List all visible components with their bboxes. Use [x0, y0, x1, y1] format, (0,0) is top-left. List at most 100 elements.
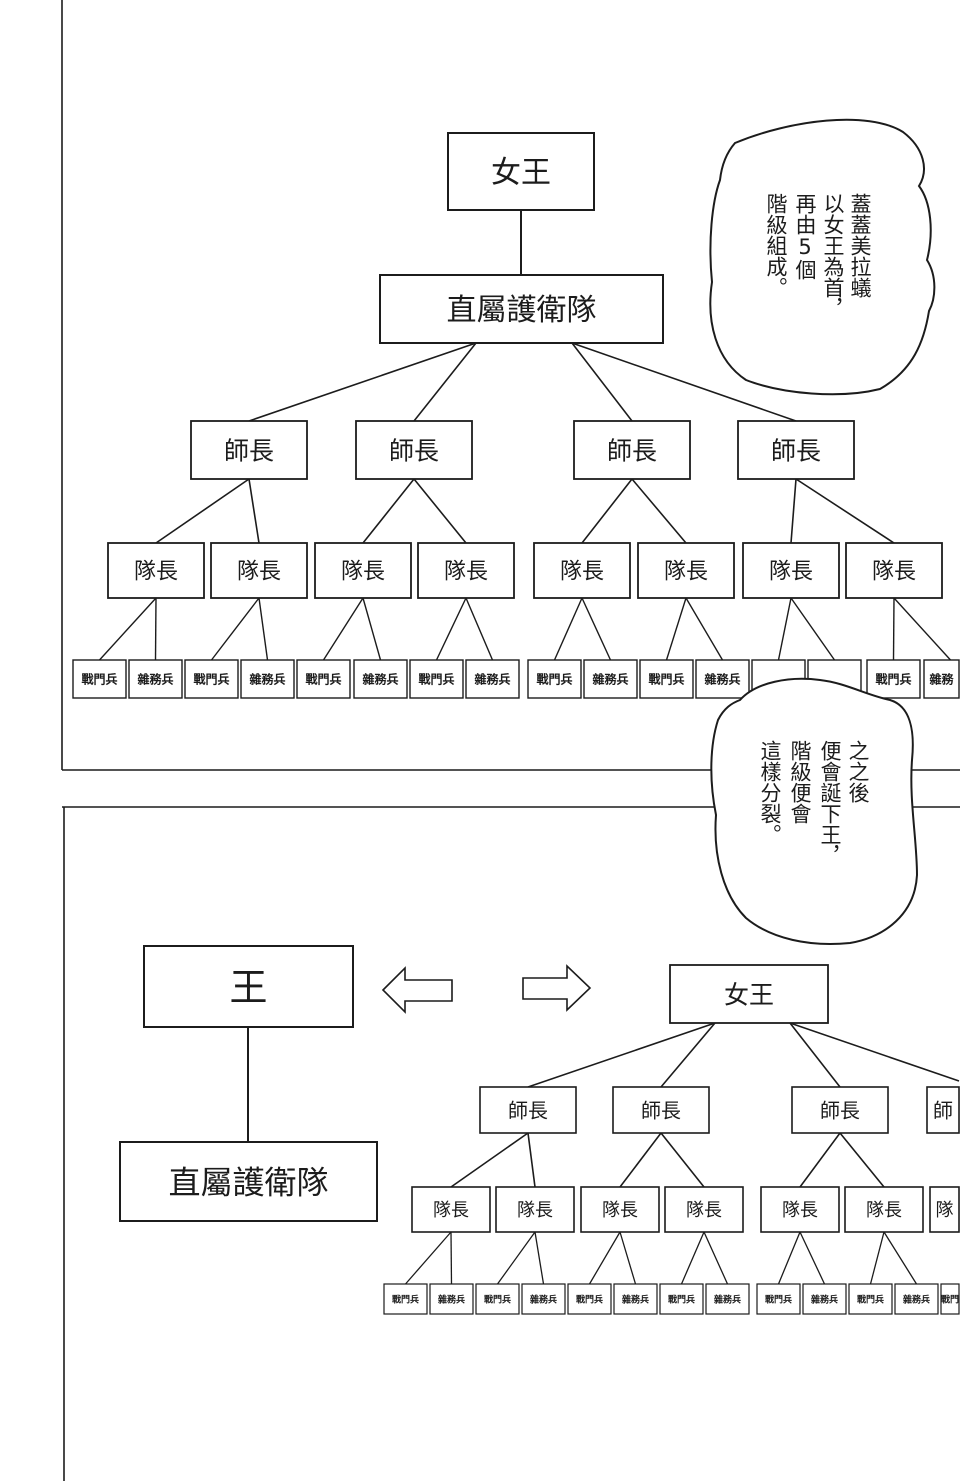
division-leader-box-label: 師長: [641, 1098, 681, 1122]
soldier-box-label: 雜務兵: [622, 1293, 649, 1305]
soldier-box-frame: [353, 659, 408, 699]
squad-to-soldier-line: [588, 1231, 621, 1285]
squad-leader-box-label: 隊長: [444, 560, 488, 585]
soldier-box: 戰門兵: [659, 1283, 704, 1315]
squad-to-soldier-line: [98, 597, 157, 661]
squad-leader-box: 隊長: [760, 1186, 840, 1233]
bubble-top-line-3: 再由5個: [793, 193, 817, 280]
division-leader-box-label: 師長: [224, 436, 274, 465]
soldier-box: 雜務兵: [128, 659, 183, 699]
division-leader-box-label: 師長: [607, 436, 657, 465]
squad-to-soldier-line: [210, 597, 260, 661]
soldier-box: 雜務兵: [894, 1283, 939, 1315]
squad-leader-box: 隊長: [580, 1186, 660, 1233]
king-box: 王: [143, 945, 354, 1028]
squad-leader-box-frame: [845, 542, 943, 599]
soldier-box: 戰門兵: [639, 659, 694, 699]
soldier-box-frame: [429, 1283, 474, 1315]
soldier-box-label: 戰門: [941, 1293, 959, 1305]
soldier-box: 雜務兵: [802, 1283, 847, 1315]
soldier-box-frame: [756, 1283, 801, 1315]
soldier-box-frame: [583, 659, 638, 699]
squad-leader-box-label: 隊長: [433, 1200, 469, 1221]
soldier-box-frame: [705, 1283, 750, 1315]
soldier-box-label: 戰門兵: [81, 671, 117, 686]
division-leader-box-label: 師長: [508, 1098, 548, 1122]
soldier-box-label: 雜務兵: [362, 671, 398, 686]
soldier-box-label: 戰門兵: [576, 1293, 603, 1305]
squad-leader-box: 隊長: [107, 542, 205, 599]
squad-leader-box-frame: [314, 542, 412, 599]
division-leader-box-frame: [573, 420, 691, 480]
soldier-box-label: 雜務兵: [903, 1293, 930, 1305]
squad-to-soldier-line: [869, 1231, 885, 1285]
soldier-box-frame: [521, 1283, 566, 1315]
king-royal-guard-box: 直屬護衛隊: [119, 1141, 378, 1222]
guard-to-division-line: [571, 342, 633, 422]
soldier-box-label: 戰門兵: [484, 1293, 511, 1305]
division-to-squad-line: [619, 1132, 662, 1188]
bubble-middle-line-4: 這樣分裂。: [758, 740, 782, 845]
soldier-box-label: 戰門兵: [392, 1293, 419, 1305]
soldier-box: 雜務兵: [429, 1283, 474, 1315]
speech-bubble-middle: [710, 677, 919, 945]
guard-to-division-line: [413, 342, 477, 422]
soldier-box-label: 雜務兵: [474, 671, 510, 686]
squad-to-soldier-line: [883, 1231, 918, 1285]
squad-to-soldier-line: [790, 597, 836, 661]
soldier-box-label: 戰門兵: [875, 671, 911, 686]
soldier-box-frame: [567, 1283, 612, 1315]
soldier-box-frame: [465, 659, 520, 699]
soldier-box: 雜務兵: [240, 659, 295, 699]
soldier-box: 雜務兵: [705, 1283, 750, 1315]
queen-to-division-line: [789, 1022, 960, 1082]
queen-box-frame: [447, 132, 595, 211]
soldier-box-frame: [802, 1283, 847, 1315]
soldier-box-label: 戰門兵: [765, 1293, 792, 1305]
division-leader-box: 師長: [737, 420, 855, 480]
right-arrow-icon: [522, 964, 592, 1012]
soldier-box-frame: [848, 1283, 893, 1315]
soldier-box-label: 戰門兵: [648, 671, 684, 686]
division-to-squad-line: [450, 1132, 529, 1188]
squad-leader-box-label: 隊長: [134, 560, 178, 585]
soldier-box-frame: [72, 659, 127, 699]
soldier-box-label: 雜務兵: [137, 671, 173, 686]
soldier-box-frame: [128, 659, 183, 699]
new-queen-box: 女王: [669, 964, 829, 1024]
soldier-box-label: 雜務兵: [714, 1293, 741, 1305]
soldier-box: 雜務兵: [695, 659, 750, 699]
squad-leader-box: 隊長: [844, 1186, 924, 1233]
division-to-squad-line: [839, 1132, 885, 1188]
squad-to-soldier-line: [435, 597, 467, 661]
soldier-box-frame: [894, 1283, 939, 1315]
queen-to-division-line: [527, 1022, 716, 1088]
squad-leader-box-frame: [417, 542, 515, 599]
king-box-label: 王: [229, 966, 267, 1010]
squad-to-soldier-line: [777, 597, 792, 661]
squad-leader-box-frame: [210, 542, 308, 599]
division-leader-box: 師長: [573, 420, 691, 480]
soldier-box-frame: [409, 659, 464, 699]
speech-bubble-top: [709, 118, 936, 396]
division-leader-box: 師: [926, 1086, 960, 1134]
division-leader-box: 師長: [190, 420, 308, 480]
guard-to-division-line: [248, 342, 477, 422]
division-to-squad-line: [527, 1132, 536, 1188]
soldier-box-frame: [613, 1283, 658, 1315]
soldier-box-frame: [527, 659, 582, 699]
bubble-middle-line-2: 便會誕下王，: [818, 740, 842, 866]
soldier-box: 戰門兵: [184, 659, 239, 699]
queen-to-division-line: [660, 1022, 716, 1088]
squad-leader-box-label: 隊長: [769, 560, 813, 585]
soldier-box: 戰門: [940, 1283, 960, 1315]
squad-leader-box-label: 隊長: [517, 1200, 553, 1221]
division-to-squad-line: [790, 478, 797, 544]
squad-leader-box-label: 隊: [936, 1200, 954, 1221]
soldier-box-label: 戰門兵: [668, 1293, 695, 1305]
soldier-box-label: 雜務兵: [530, 1293, 557, 1305]
soldier-box: 雜務兵: [353, 659, 408, 699]
squad-leader-box-label: 隊長: [560, 560, 604, 585]
squad-leader-box-frame: [664, 1186, 744, 1233]
